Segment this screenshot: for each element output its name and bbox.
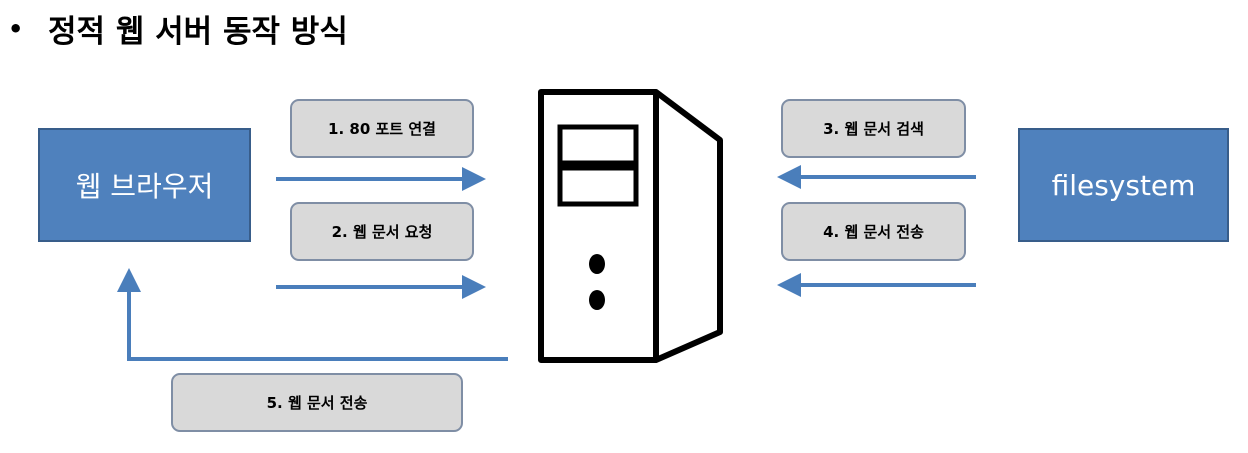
step2-text: 2. 웹 문서 요청 [331,223,433,241]
page-title-text: 정적 웹 서버 동작 방식 [48,14,348,50]
filesystem-node: filesystem [1018,128,1229,242]
step1-text: 1. 80 포트 연결 [328,120,436,138]
step3-text: 3. 웹 문서 검색 [823,120,924,138]
step4-text: 4. 웹 문서 전송 [823,223,924,241]
bullet-icon: • [8,14,24,43]
filesystem-label: filesystem [1051,168,1196,202]
step5-text: 5. 웹 문서 전송 [266,394,368,412]
step4-label: 4. 웹 문서 전송 [781,202,966,261]
arrow-step5 [117,268,508,361]
web-browser-node: 웹 브라우저 [38,128,251,242]
server-tower-icon [538,89,723,363]
step1-label: 1. 80 포트 연결 [290,99,474,158]
web-browser-label: 웹 브라우저 [75,170,214,203]
step3-label: 3. 웹 문서 검색 [781,99,966,158]
page-title: • 정적 웹 서버 동작 방식 [8,6,348,51]
step5-label: 5. 웹 문서 전송 [171,373,463,432]
step2-label: 2. 웹 문서 요청 [290,202,474,261]
